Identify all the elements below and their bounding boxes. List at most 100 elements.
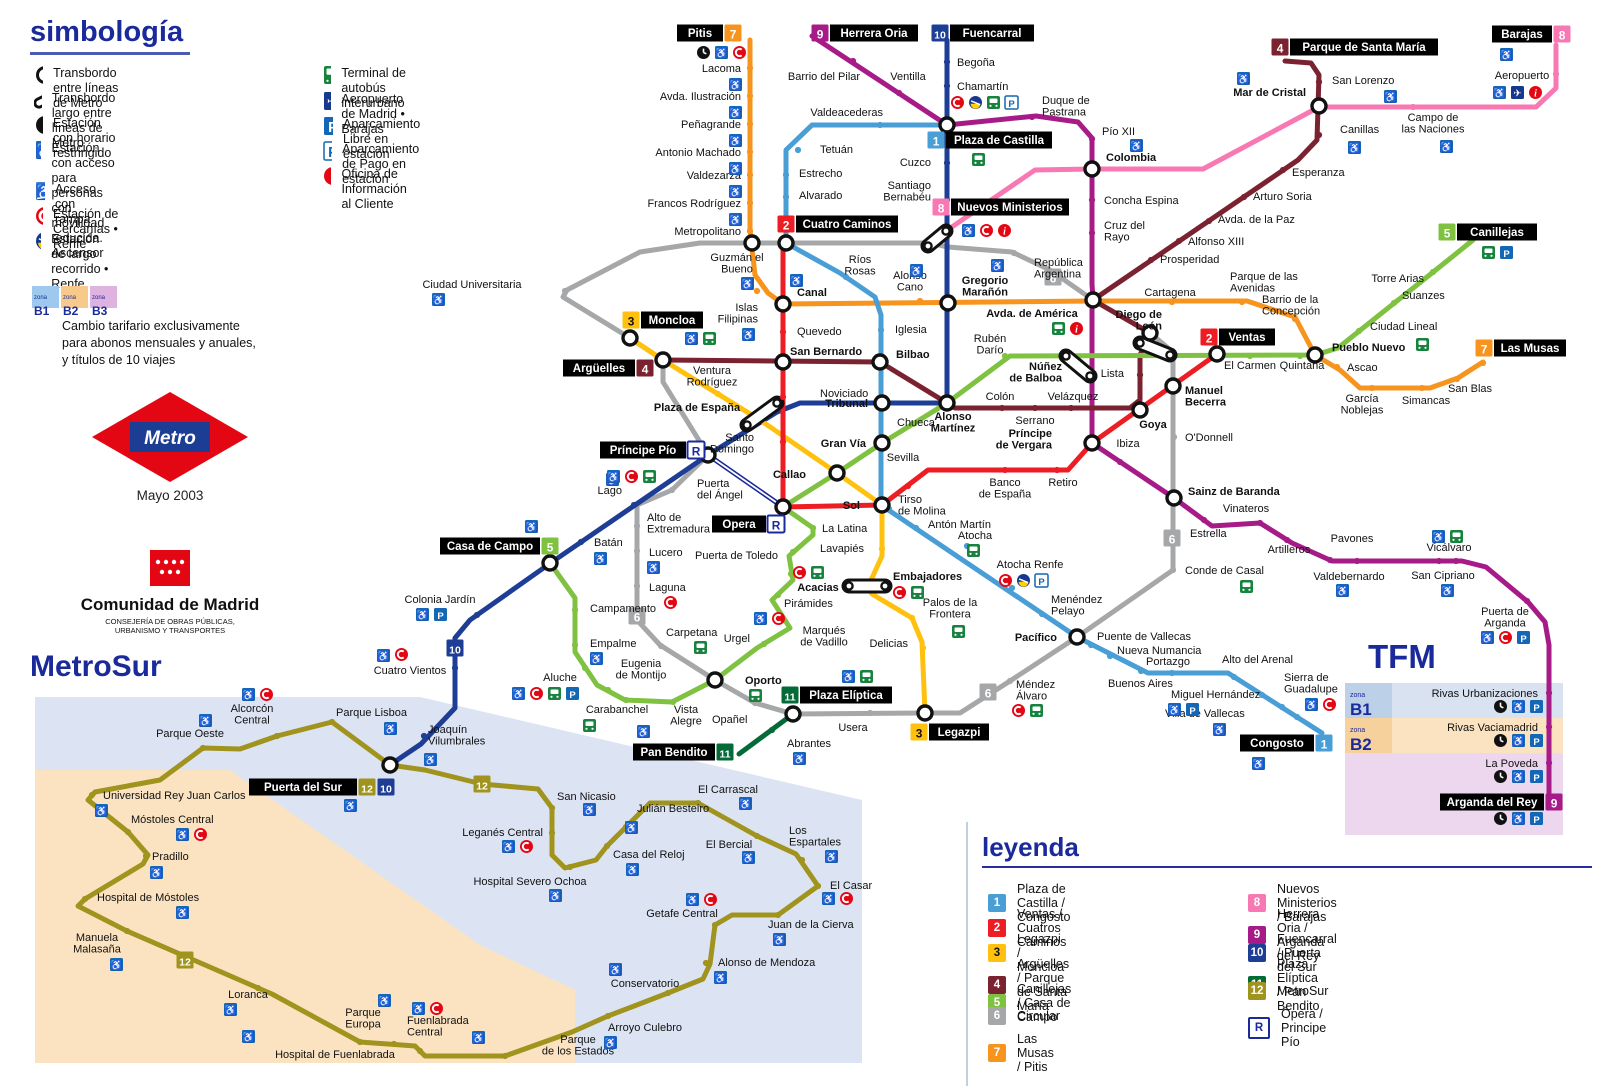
interchange-circle bbox=[873, 434, 891, 452]
interchange-circle bbox=[873, 496, 891, 514]
station-dot bbox=[1006, 677, 1014, 685]
station-dot bbox=[866, 709, 874, 717]
info-icon: i bbox=[1529, 86, 1542, 100]
wc-icon: ♿ bbox=[609, 963, 622, 977]
line-2-badge: 2 bbox=[1200, 328, 1218, 346]
station-label: Prosperidad bbox=[1160, 254, 1219, 266]
station-dot bbox=[633, 522, 641, 530]
wc-icon: ♿ bbox=[626, 863, 639, 877]
wc-icon: ♿ bbox=[377, 649, 390, 663]
line-6-badge: 6 bbox=[1163, 529, 1181, 547]
station-dot bbox=[1333, 363, 1341, 371]
svg-text:♿: ♿ bbox=[583, 804, 595, 817]
station-dot bbox=[1291, 315, 1299, 323]
svg-text:P: P bbox=[1189, 706, 1196, 717]
leyenda-line-label: Legazpi / Moncloa bbox=[1017, 932, 1065, 974]
line-R-badge: R bbox=[686, 440, 706, 460]
interchange-circle bbox=[784, 705, 802, 723]
station-dot bbox=[657, 642, 665, 650]
station-label: Avda. de la Paz bbox=[1218, 214, 1295, 226]
station-dot bbox=[501, 1052, 509, 1060]
interchange-circle bbox=[621, 329, 639, 347]
svg-text:♿: ♿ bbox=[647, 562, 659, 575]
leyenda-title: leyenda bbox=[982, 832, 1079, 862]
station-dot bbox=[1028, 113, 1036, 121]
svg-text:R: R bbox=[692, 445, 701, 459]
station-label: Lago bbox=[598, 485, 622, 497]
station-label: Laguna bbox=[649, 582, 687, 594]
line-10-badge: 10 bbox=[931, 24, 949, 42]
station-dot bbox=[123, 927, 131, 935]
wc-icon: ♿ bbox=[176, 828, 189, 842]
station-label: Aeropuerto bbox=[1495, 70, 1549, 82]
wc-icon: ♿ bbox=[647, 561, 660, 575]
wc-icon: ♿ bbox=[1432, 530, 1445, 544]
station-dot bbox=[782, 171, 790, 179]
svg-text:4: 4 bbox=[642, 363, 649, 377]
station-label: Sevilla bbox=[887, 452, 920, 464]
svg-text:♿: ♿ bbox=[344, 800, 356, 813]
pfree-icon: P bbox=[566, 687, 579, 701]
station-dot bbox=[1278, 703, 1286, 711]
svg-text:8: 8 bbox=[1559, 29, 1566, 43]
station-label: Batán bbox=[594, 537, 623, 549]
svg-text:♿: ♿ bbox=[150, 867, 162, 880]
station-dot bbox=[1170, 433, 1178, 441]
wc-icon: ♿ bbox=[742, 851, 755, 865]
svg-text:Legazpi: Legazpi bbox=[938, 727, 981, 739]
wc-icon: ♿ bbox=[773, 933, 786, 947]
leyenda-divider bbox=[966, 822, 968, 1086]
station-dot bbox=[753, 287, 761, 295]
station-label: Nueva Numancia bbox=[1117, 645, 1202, 657]
info-icon: i bbox=[998, 224, 1011, 238]
bus-icon bbox=[324, 66, 332, 84]
interchange-circle bbox=[777, 234, 795, 252]
line-1-badge: 1 bbox=[1315, 734, 1333, 752]
svg-text:♿: ♿ bbox=[910, 265, 922, 278]
station-label: Ibiza bbox=[1116, 438, 1140, 450]
wc-icon: ♿ bbox=[822, 892, 835, 906]
bus-icon bbox=[1240, 580, 1253, 593]
svg-text:6: 6 bbox=[1169, 533, 1176, 547]
ramp-icon: ♿ bbox=[36, 182, 46, 201]
station-dot bbox=[774, 911, 782, 919]
map-date: Mayo 2003 bbox=[136, 488, 204, 503]
wc-icon: ♿ bbox=[1336, 584, 1349, 598]
bus-icon bbox=[967, 544, 980, 557]
svg-text:♿: ♿ bbox=[1130, 140, 1142, 153]
station-dot bbox=[782, 193, 790, 201]
interchange-circle bbox=[706, 671, 724, 689]
line-3-badge: 3 bbox=[622, 311, 640, 329]
interchange-circle bbox=[938, 394, 956, 412]
svg-text:Canillejas: Canillejas bbox=[1470, 227, 1524, 239]
line-7-badge: 7 bbox=[988, 1044, 1006, 1062]
svg-text:P: P bbox=[437, 611, 444, 622]
svg-text:11: 11 bbox=[719, 749, 730, 761]
station-label: Vinateros bbox=[1223, 503, 1270, 515]
bus-icon bbox=[694, 641, 707, 654]
station-label: Usera bbox=[838, 722, 868, 734]
station-label: La Latina bbox=[822, 523, 868, 535]
svg-text:6: 6 bbox=[985, 687, 992, 701]
plane-icon: ✈ bbox=[324, 92, 332, 110]
svg-text:i: i bbox=[331, 170, 332, 186]
station-dot bbox=[714, 390, 722, 398]
station-label: Chueca bbox=[897, 417, 936, 429]
station-label: Delicias bbox=[869, 638, 908, 650]
wc-icon: ♿ bbox=[1481, 631, 1494, 645]
svg-text:5: 5 bbox=[1444, 227, 1451, 241]
wc-icon: ♿ bbox=[729, 185, 742, 199]
station-label: Atocha Renfe bbox=[997, 559, 1064, 571]
